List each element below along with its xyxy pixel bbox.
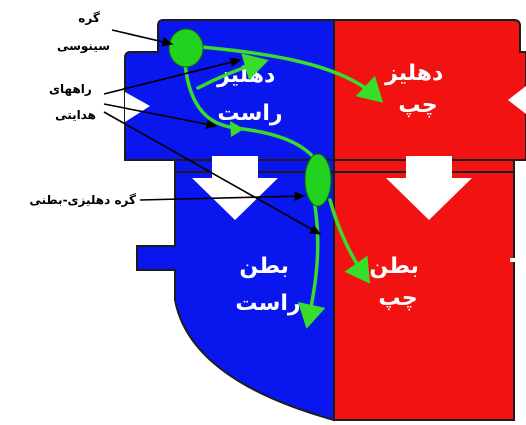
conduction-pathways-callout: راههای هدایتی — [49, 82, 96, 122]
sinus-node-callout: گره سینوسی — [57, 11, 110, 54]
av-node-icon — [305, 154, 331, 206]
sinus-node-icon — [169, 29, 203, 67]
av-node-callout: گره دهلیزی-بطنی — [29, 193, 136, 207]
